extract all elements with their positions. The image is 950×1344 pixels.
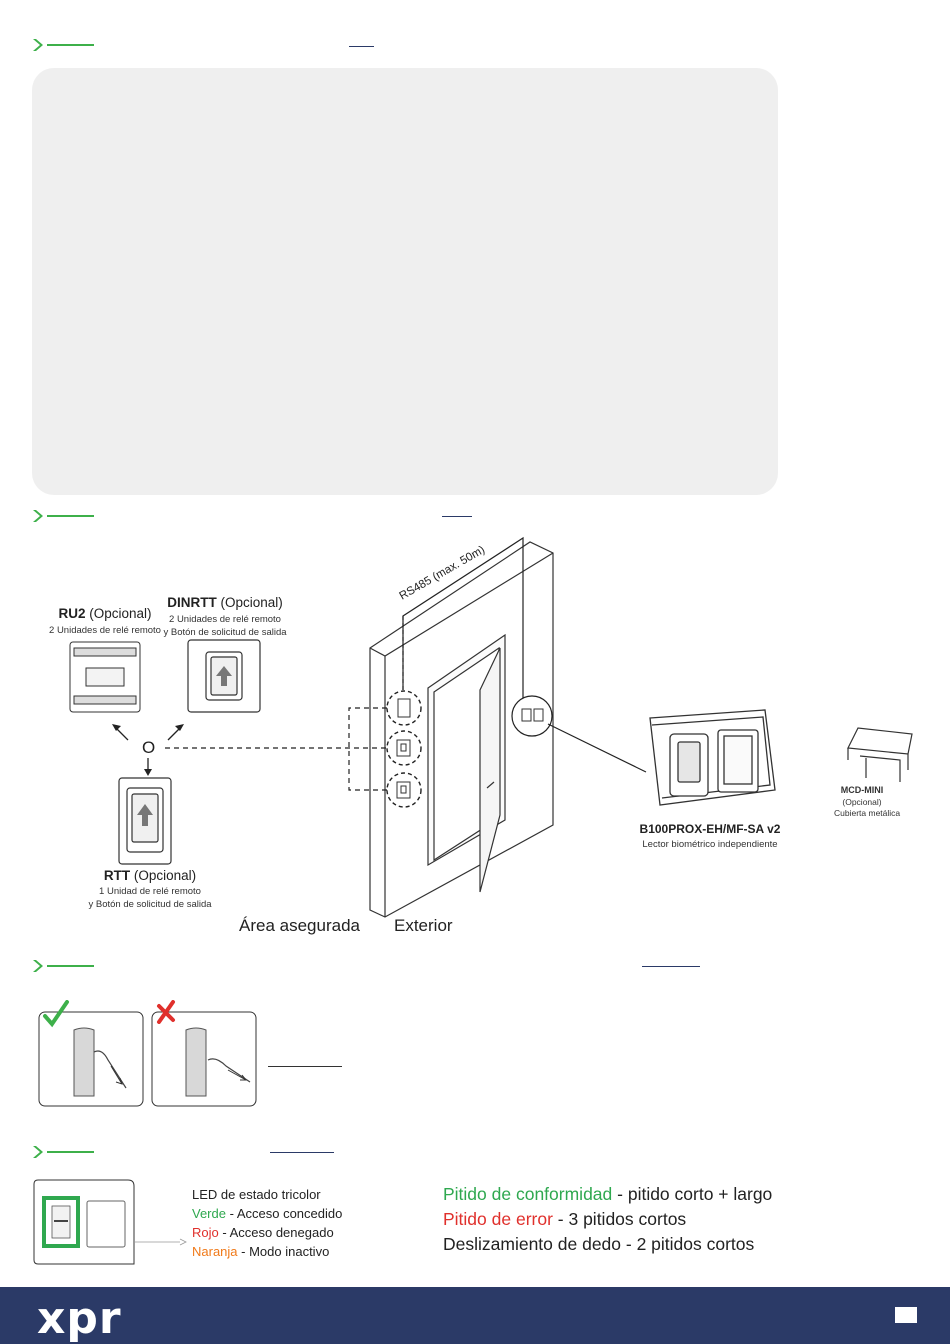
reader-circle [511, 695, 553, 737]
led-orange-line: Naranja - Modo inactivo [192, 1244, 330, 1259]
wall-icon [369, 541, 554, 918]
beep-legend: Pitido de conformidad - pitido corto + l… [443, 1182, 772, 1257]
button-circle [386, 772, 422, 808]
section-underline [442, 516, 472, 517]
rtt-desc-2: y Botón de solicitud de salida [88, 899, 212, 910]
button-circle [386, 730, 422, 766]
section-chevron-icon [33, 1146, 43, 1158]
finger-placement-figure [38, 1011, 257, 1107]
section-underline [270, 1152, 334, 1153]
ru2-title: RU2 (Opcional) [58, 606, 152, 621]
ru2-desc: 2 Unidades de relé remoto [49, 625, 161, 636]
mcd-opt: (Opcional) [842, 797, 882, 807]
dinrtt-desc-2: y Botón de solicitud de salida [163, 627, 287, 638]
area-exterior-label: Exterior [394, 916, 453, 935]
beep-ok-line: Pitido de conformidad - pitido corto + l… [443, 1184, 773, 1204]
led-legend: LED de estado tricolor Verde - Acceso co… [192, 1185, 342, 1261]
beep-swipe-line: Deslizamiento de dedo - 2 pitidos cortos [443, 1234, 755, 1254]
mcd-desc: Cubierta metálica [834, 808, 901, 818]
rtt-device-icon [118, 777, 172, 865]
dinrtt-title: DINRTT (Opcional) [167, 595, 283, 610]
content-panel [32, 68, 778, 495]
led-title: LED de estado tricolor [192, 1187, 321, 1202]
section-underline [642, 966, 700, 967]
section-chevron-icon [33, 960, 43, 972]
area-secured-label: Área asegurada [239, 916, 360, 935]
section-rule [47, 965, 94, 967]
ru2-module-icon [69, 641, 141, 713]
section-rule [47, 44, 94, 46]
mcd-title: MCD-MINI [840, 785, 884, 795]
rtt-title: RTT (Opcional) [103, 868, 197, 883]
led-reader-icon [33, 1179, 187, 1265]
module-circle [386, 690, 422, 726]
b100-reader-icon [649, 709, 776, 806]
section-rule [47, 1151, 94, 1153]
mcd-mini-cover-icon [847, 727, 913, 782]
beep-error-line: Pitido de error - 3 pitidos cortos [443, 1209, 687, 1229]
xpr-logo: xpr [37, 1293, 122, 1344]
footer-bar: xpr [0, 1287, 950, 1344]
cross-icon [157, 1000, 175, 1024]
installation-diagram: RS485 (max. 50m) [69, 536, 913, 918]
section-rule [47, 515, 94, 517]
section-chevron-icon [33, 39, 43, 51]
dinrtt-device-icon [187, 639, 261, 713]
led-red-line: Rojo - Acceso denegado [192, 1225, 334, 1240]
dinrtt-desc-1: 2 Unidades de relé remoto [169, 614, 281, 625]
section-underline [349, 46, 374, 47]
placement-underline [268, 1066, 342, 1067]
reader-desc: Lector biométrico independiente [642, 839, 778, 850]
rtt-desc-1: 1 Unidad de relé remoto [99, 886, 201, 897]
page-number-box [895, 1307, 917, 1323]
check-icon [43, 1000, 69, 1028]
reader-title: B100PROX-EH/MF-SA v2 [639, 822, 781, 836]
section-chevron-icon [33, 510, 43, 522]
led-green-line: Verde - Acceso concedido [192, 1206, 343, 1221]
or-label: O [142, 738, 156, 757]
